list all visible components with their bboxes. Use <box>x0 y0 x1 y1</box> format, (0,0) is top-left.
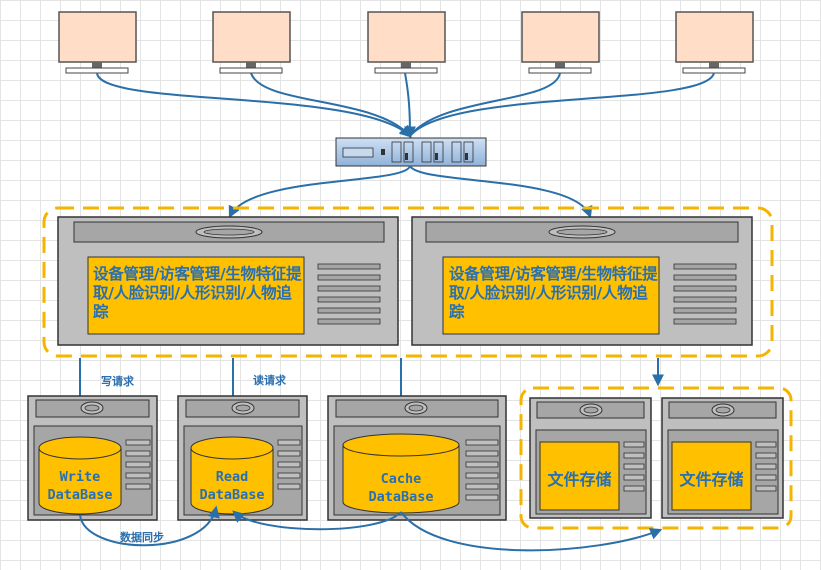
app-server-2-label: 设备管理/访客管理/生物特征提取/人脸识别/人形识别/人物追踪 <box>449 265 658 321</box>
client-monitor-1 <box>58 11 137 74</box>
app-server-2 <box>411 216 753 346</box>
file-storage-1-label: 文件存储 <box>547 470 612 489</box>
network-switch <box>335 137 487 167</box>
client-monitor-2 <box>212 11 291 74</box>
switch-connectors <box>228 165 593 219</box>
file-server-1 <box>529 397 652 519</box>
bottom-connectors <box>79 505 663 552</box>
db-server-read <box>177 395 308 521</box>
read-request-label: 读请求 <box>253 374 286 387</box>
file-storage-2-label: 文件存储 <box>679 470 744 489</box>
write-request-label: 写请求 <box>101 375 134 388</box>
db-server-write <box>27 395 158 521</box>
read-db-label: Read DataBase <box>199 469 265 503</box>
write-db-label: Write DataBase <box>47 469 113 503</box>
client-connectors <box>96 72 715 139</box>
client-monitor-4 <box>521 11 600 74</box>
client-monitor-3 <box>367 11 446 74</box>
app-server-group <box>42 206 774 358</box>
file-server-2 <box>661 397 784 519</box>
app-server-1 <box>57 216 399 346</box>
cache-db-label: Cache DataBase <box>368 471 434 505</box>
client-monitor-5 <box>675 11 754 74</box>
data-sync-label: 数据同步 <box>120 531 164 544</box>
app-server-1-label: 设备管理/访客管理/生物特征提取/人脸识别/人形识别/人物追踪 <box>93 265 302 321</box>
